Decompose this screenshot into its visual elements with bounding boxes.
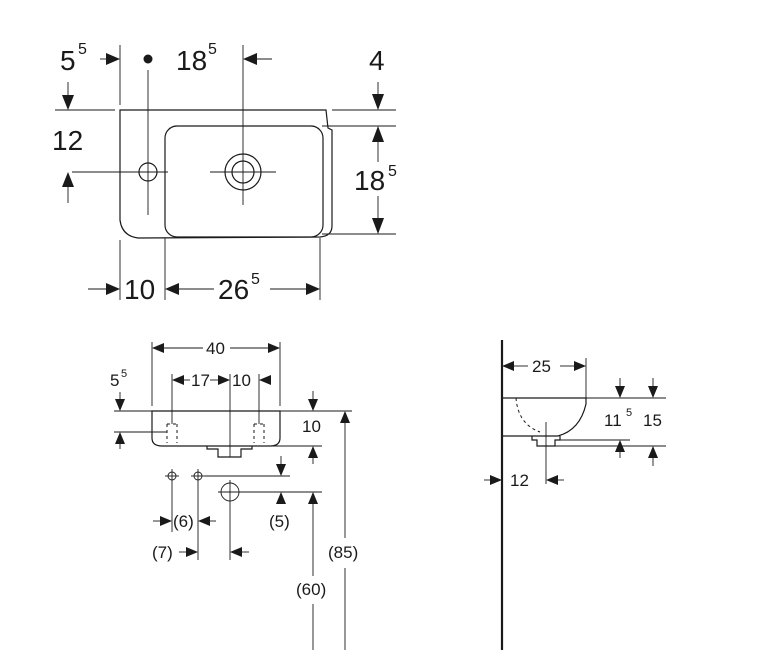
dim-left-offset-sup: 5 bbox=[78, 41, 87, 58]
side-basin-outline bbox=[502, 397, 587, 437]
supply-marker-right bbox=[191, 469, 205, 483]
dim-tap-offset: 5 bbox=[110, 371, 119, 390]
dim-left-offset: 5 bbox=[60, 45, 76, 76]
dim-tap-to-waste: 18 bbox=[176, 45, 207, 76]
front-view: 40 17 10 5 5 10 bbox=[110, 339, 358, 650]
front-waste-spout bbox=[206, 446, 253, 458]
dim-top-rim: 4 bbox=[369, 45, 385, 76]
dim-tap-to-waste-sup: 5 bbox=[208, 41, 217, 58]
top-view: 5 5 18 5 4 12 18 5 10 26 5 bbox=[52, 41, 397, 305]
supply-marker-left bbox=[165, 469, 179, 483]
bowl-outline bbox=[164, 125, 324, 238]
dim-waste-drop: (5) bbox=[269, 512, 290, 531]
tap-axis-dot bbox=[143, 54, 153, 64]
dim-tap-spacing-1: 17 bbox=[191, 371, 210, 390]
basin-outline bbox=[119, 109, 333, 239]
dim-tap-offset-sup: 5 bbox=[121, 368, 127, 380]
front-basin-outline bbox=[151, 410, 281, 447]
dim-height-b: 15 bbox=[643, 411, 662, 430]
dim-waste-offset: 12 bbox=[510, 471, 529, 490]
dim-projection: 25 bbox=[532, 357, 551, 376]
side-view: 25 11 5 15 12 bbox=[484, 340, 666, 650]
dim-front-width: 40 bbox=[206, 339, 225, 358]
dim-supply-spacing: (6) bbox=[173, 512, 194, 531]
dim-front-height: 10 bbox=[302, 417, 321, 436]
dim-height-a: 11 bbox=[604, 411, 622, 430]
dim-supply-offset: (7) bbox=[152, 543, 173, 562]
dim-height-a-sup: 5 bbox=[626, 407, 632, 419]
dim-left-rim: 10 bbox=[124, 274, 155, 305]
dim-bowl-width: 26 bbox=[218, 274, 249, 305]
dim-tap-spacing-2: 10 bbox=[232, 371, 251, 390]
dim-rim-height: (85) bbox=[328, 543, 358, 562]
dim-bowl-depth: 18 bbox=[354, 165, 385, 196]
dim-bowl-depth-sup: 5 bbox=[388, 163, 397, 180]
dim-waste-height: (60) bbox=[296, 580, 326, 599]
dim-tap-depth: 12 bbox=[52, 125, 83, 156]
dim-bowl-width-sup: 5 bbox=[251, 271, 260, 288]
